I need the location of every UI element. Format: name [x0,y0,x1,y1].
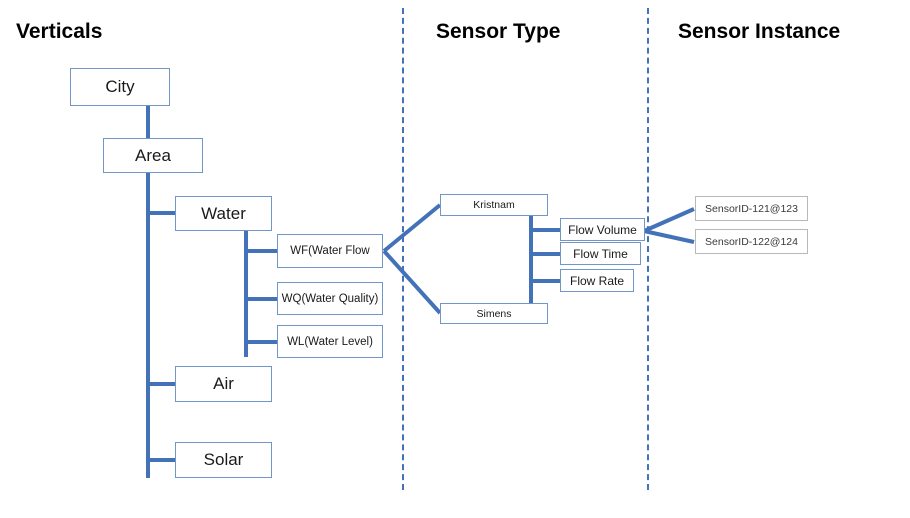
node-flow-rate[interactable]: Flow Rate [560,269,634,292]
node-solar[interactable]: Solar [175,442,272,478]
node-simens[interactable]: Simens [440,303,548,324]
edge-sensor2-to-flow-volume [643,229,695,244]
edge-wf-to-kristnam [382,203,442,253]
node-sensor-id-121[interactable]: SensorID-121@123 [695,196,808,221]
node-city[interactable]: City [70,68,170,106]
node-water-level[interactable]: WL(Water Level) [277,325,383,358]
column-header-sensor-type: Sensor Type [436,20,561,43]
column-header-sensor-instance: Sensor Instance [678,20,841,43]
column-header-verticals: Verticals [16,20,103,43]
edge-wf-to-simens [382,249,442,315]
node-flow-volume[interactable]: Flow Volume [560,218,645,241]
node-air[interactable]: Air [175,366,272,402]
column-divider-1 [402,8,404,490]
node-water-flow[interactable]: WF(Water Flow [277,234,383,268]
edge-sensor1-to-flow-volume [643,207,695,233]
node-flow-time[interactable]: Flow Time [560,242,641,265]
column-divider-2 [647,8,649,490]
node-water[interactable]: Water [175,196,272,231]
node-sensor-id-122[interactable]: SensorID-122@124 [695,229,808,254]
node-kristnam[interactable]: Kristnam [440,194,548,216]
node-water-quality[interactable]: WQ(Water Quality) [277,282,383,315]
node-area[interactable]: Area [103,138,203,173]
